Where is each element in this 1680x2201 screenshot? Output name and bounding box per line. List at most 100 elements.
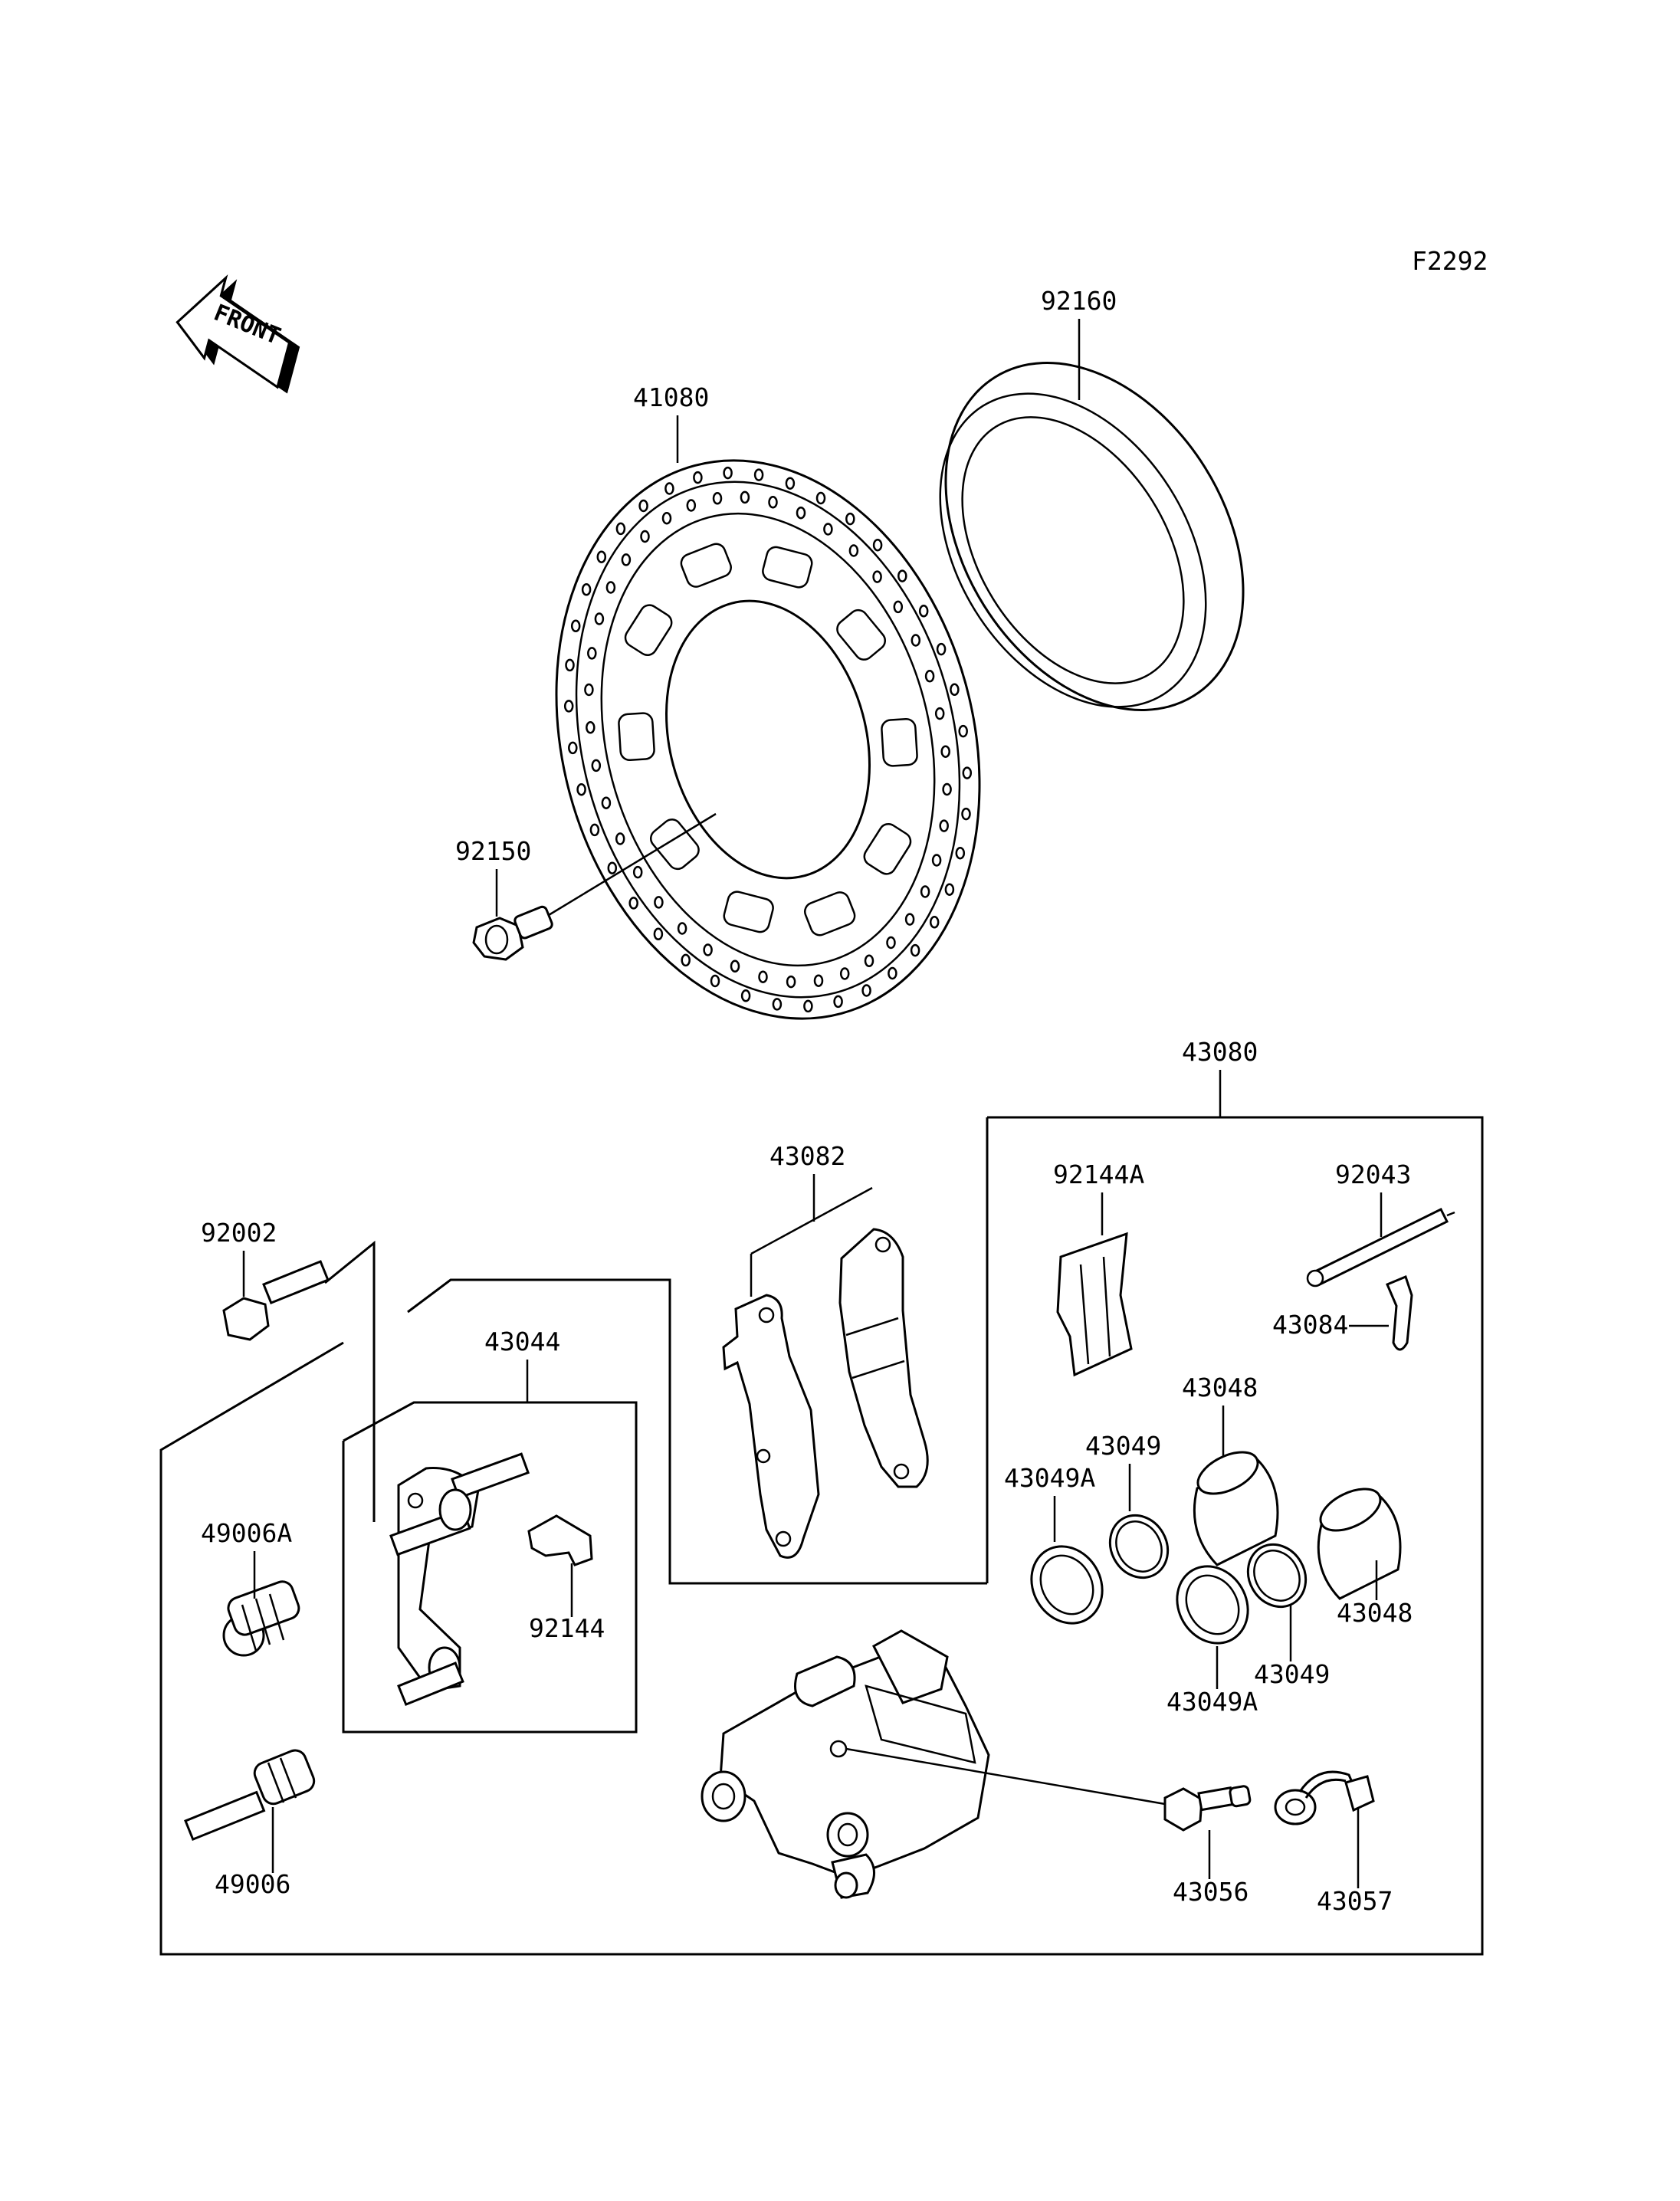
disc-hole	[703, 943, 713, 956]
bolt-92150	[472, 905, 553, 961]
disc-hole	[712, 492, 723, 505]
disc-hole	[594, 612, 605, 625]
label-43082: 43082	[769, 1141, 845, 1171]
label-43080: 43080	[1182, 1037, 1258, 1067]
clip-92144	[527, 1514, 593, 1566]
piston-43048-lower	[1317, 1488, 1402, 1600]
label-92144A: 92144A	[1053, 1160, 1144, 1189]
disc-hole	[661, 511, 672, 525]
disc-hole	[813, 974, 824, 987]
disc-hole	[872, 570, 882, 583]
disc-hole	[568, 741, 578, 755]
disc-hole	[615, 522, 626, 536]
disc-hole	[654, 896, 664, 909]
disc-hole	[681, 953, 691, 967]
disc-hole	[596, 550, 607, 563]
disc-hole	[924, 670, 935, 683]
disc-slot	[624, 604, 673, 657]
disc-hole	[848, 544, 859, 557]
disc-hole	[686, 499, 697, 512]
disc-slot	[804, 891, 856, 936]
disc-hole	[872, 538, 883, 552]
disc-hole	[632, 865, 643, 879]
disc-hole	[942, 782, 952, 796]
label-43049A-lower: 43049A	[1166, 1687, 1258, 1717]
label-43044: 43044	[484, 1327, 560, 1356]
bracket-43044	[389, 1452, 530, 1707]
disc-hole	[940, 745, 950, 758]
seal-43049A-upper	[1030, 1545, 1104, 1625]
front-arrow-icon: FRONT	[176, 274, 300, 394]
disc-hole	[601, 796, 612, 809]
disc-hole	[955, 846, 966, 860]
disc-hole	[931, 854, 942, 867]
disc-slot	[863, 822, 912, 875]
label-43049-lower: 43049	[1254, 1659, 1330, 1689]
label-43057: 43057	[1317, 1886, 1393, 1916]
disc-slot	[762, 546, 813, 589]
disc-hole	[796, 506, 806, 520]
spring-plate-92144A	[1056, 1232, 1133, 1377]
disc-hole	[886, 936, 896, 950]
disc-hole	[565, 658, 575, 672]
bleed-valve-43056	[1163, 1785, 1252, 1832]
disc-hole	[910, 943, 920, 957]
disc-hole	[815, 491, 826, 505]
brake-pad-left	[722, 1294, 820, 1559]
disc-hole	[615, 832, 625, 845]
frame-43080	[159, 1116, 1484, 1956]
boot-49006A	[222, 1580, 300, 1657]
disc-hole	[621, 553, 632, 566]
disc-hole	[962, 766, 973, 779]
label-92002: 92002	[201, 1218, 277, 1248]
ring-92160	[939, 362, 1245, 711]
disc-hole	[961, 807, 971, 821]
disc-hole	[693, 471, 703, 484]
disc-hole	[587, 647, 597, 660]
disc-hole	[586, 721, 596, 734]
label-43056: 43056	[1173, 1877, 1249, 1907]
disc-hole	[888, 966, 897, 980]
disc-hole	[785, 477, 796, 490]
disc-hole	[664, 482, 674, 495]
disc-slot	[723, 891, 774, 933]
disc-hole	[640, 530, 650, 543]
disc-hole	[740, 989, 751, 1002]
disc-hole	[740, 490, 750, 504]
label-41080: 41080	[633, 382, 709, 412]
caliper-body	[701, 1629, 990, 1899]
label-92043: 92043	[1335, 1160, 1411, 1189]
disc-hole	[911, 634, 921, 647]
leader-43082-a	[750, 1186, 873, 1255]
disc-hole	[589, 823, 600, 837]
leader-92150-to-disc	[548, 812, 717, 917]
disc-hole	[864, 954, 874, 968]
disc-hole	[958, 724, 968, 738]
frame-43044	[342, 1401, 638, 1734]
disc-hole	[563, 700, 574, 713]
disc-hole	[803, 999, 813, 1013]
label-43084: 43084	[1272, 1310, 1348, 1340]
disc-hole	[605, 581, 616, 594]
label-43049A-upper: 43049A	[1004, 1463, 1095, 1493]
disc-hole	[730, 959, 740, 973]
disc-hole	[893, 600, 904, 614]
pin-49006	[184, 1749, 316, 1842]
disc-hole	[823, 523, 833, 536]
disc-hole	[768, 496, 778, 509]
disc-slot	[836, 608, 887, 661]
label-92150: 92150	[455, 836, 531, 866]
leader-43056-to-caliper	[845, 1747, 1166, 1806]
disc-hole	[944, 883, 955, 896]
disc-slot	[680, 543, 732, 588]
disc-hole	[786, 975, 796, 989]
label-43048-lower: 43048	[1337, 1598, 1413, 1628]
disc-hole	[861, 984, 871, 997]
seal-43049-upper	[1108, 1514, 1170, 1579]
pin-92043	[1306, 1207, 1455, 1287]
brake-pad-right	[838, 1228, 929, 1488]
disc-hole	[723, 466, 733, 480]
label-49006: 49006	[215, 1869, 290, 1899]
disc-hole	[628, 897, 638, 910]
